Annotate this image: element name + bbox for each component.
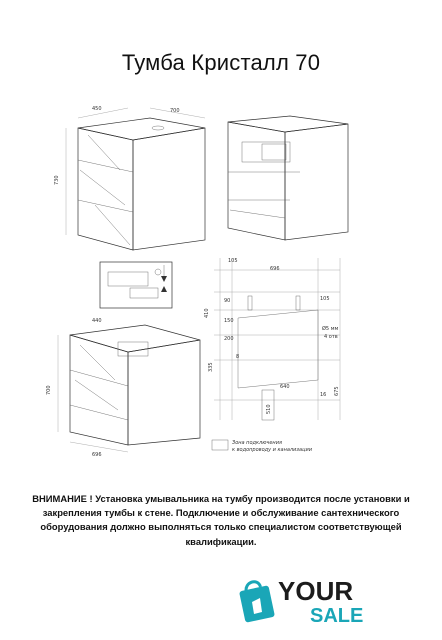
cabinet-open-view (227, 115, 349, 241)
cabinet-front-view (65, 107, 206, 251)
dim-16: 16 (320, 392, 326, 398)
warning-notice: ВНИМАНИЕ ! Установка умывальника на тумб… (32, 493, 410, 547)
dim-200: 200 (224, 336, 234, 342)
dim-696-bottom: 696 (92, 452, 102, 458)
dim-105-right: 105 (320, 296, 330, 302)
wall-connection-diagram (214, 258, 341, 421)
dim-696-top: 696 (270, 266, 280, 272)
dim-150: 150 (224, 318, 234, 324)
page-title: Тумба Кристалл 70 (121, 50, 321, 75)
your-sale-logo: YOUR SALE (238, 568, 398, 632)
dim-450: 450 (92, 106, 102, 112)
dim-4holes: 4 отв (324, 334, 338, 340)
legend-line-2: к водопроводу и канализации (232, 447, 313, 453)
dim-440: 440 (92, 318, 102, 324)
dim-700: 700 (170, 108, 180, 114)
dim-700-height: 700 (46, 385, 52, 395)
dim-90: 90 (224, 298, 230, 304)
legend-line-1: Зона подключения (232, 440, 282, 446)
cabinet-with-sink-view (57, 324, 201, 453)
logo-sale-text: SALE (310, 605, 363, 627)
dim-335: 335 (208, 362, 214, 372)
logo-your-text: YOUR (278, 576, 353, 606)
dim-675: 675 (334, 386, 340, 396)
dim-410: 410 (204, 308, 210, 318)
dim-d5: Ø5 мм (322, 325, 338, 332)
mounting-detail (99, 261, 173, 309)
dim-8: 8 (236, 354, 239, 360)
logo-graphic: YOUR SALE (239, 576, 363, 627)
dim-510: 510 (266, 404, 272, 414)
dim-105-left: 105 (228, 258, 238, 264)
dim-730: 730 (54, 175, 60, 185)
legend (211, 439, 229, 451)
shopping-bag-icon (239, 580, 275, 623)
dim-640: 640 (280, 384, 290, 390)
